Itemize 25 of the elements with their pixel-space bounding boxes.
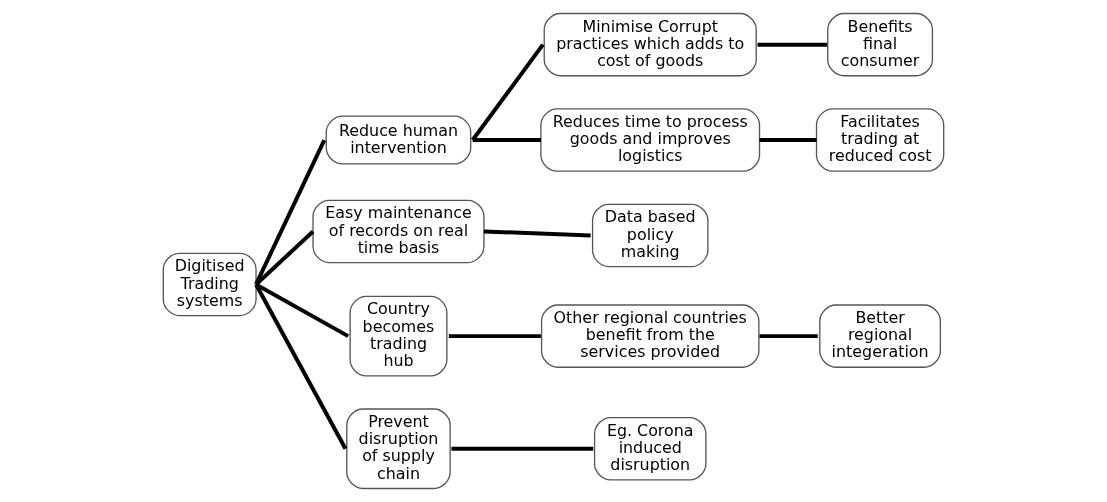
node-box: Better regional integeration	[819, 304, 942, 368]
node-box: Reduce human intervention	[325, 115, 472, 165]
connector	[757, 42, 828, 47]
connector	[483, 229, 591, 238]
connector	[759, 334, 818, 339]
connector	[254, 230, 315, 286]
node-box: Digitised Trading systems	[162, 252, 257, 317]
node-box: Other regional countries benefit from the services provided	[540, 304, 760, 368]
node-box: Benefits final consumer	[827, 12, 934, 77]
node-box: Easy maintenance of records on real time basis	[312, 199, 485, 264]
node-box: Minimise Corrupt practices which adds to cost of goods	[543, 12, 757, 77]
connector	[471, 43, 545, 142]
connector	[255, 282, 350, 338]
node-box: Data based policy making	[591, 203, 709, 268]
connector	[254, 283, 348, 450]
node-box: Country becomes trading hub	[349, 295, 448, 377]
connector	[451, 446, 594, 451]
connector	[472, 138, 541, 142]
connector	[759, 138, 817, 142]
node-box: Reduces time to process goods and improves logistics	[540, 108, 761, 172]
connector	[254, 139, 327, 286]
node-box: Eg. Corona induced disruption	[593, 416, 707, 481]
node-box: Facilitates trading at reduced cost	[815, 108, 945, 172]
node-box: Prevent disruption of supply chain	[346, 408, 451, 490]
connector	[448, 334, 541, 339]
